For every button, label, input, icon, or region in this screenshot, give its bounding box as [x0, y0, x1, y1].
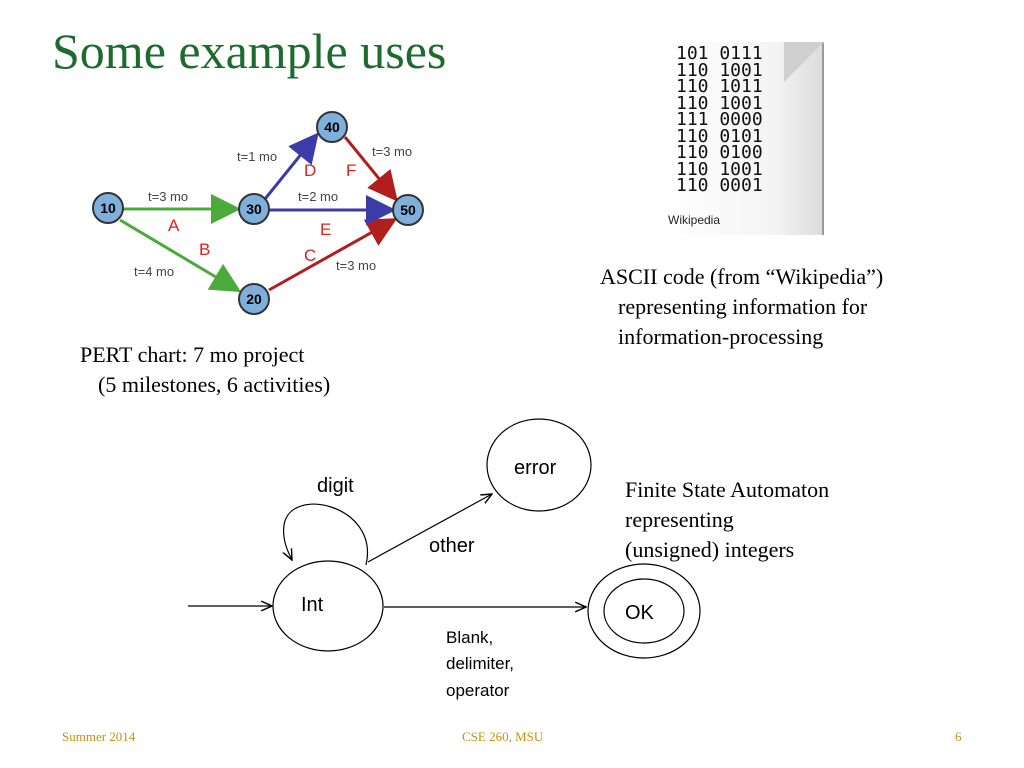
ascii-caption-line3: information-processing: [618, 324, 824, 349]
pert-node-20: 20: [238, 283, 270, 315]
pert-node-10: 10: [92, 192, 124, 224]
pert-chart: 10 30 40 50 20 A B C D E F t=3 mo t=4 mo…: [92, 111, 424, 315]
duration-e: t=2 mo: [298, 189, 338, 204]
label-digit: digit: [317, 475, 354, 497]
fsa-caption-line1: Finite State Automaton: [625, 477, 830, 502]
slide-title: Some example uses: [52, 23, 447, 79]
pert-caption-line1: PERT chart: 7 mo project: [80, 342, 305, 367]
self-loop: [284, 503, 369, 566]
state-ok-inner: [603, 578, 685, 644]
duration-c: t=3 mo: [336, 258, 376, 273]
activity-letter-e: E: [320, 220, 331, 239]
edge-c: [268, 218, 398, 292]
svg-text:Blank,: Blank,: [446, 628, 493, 647]
page-fold: [784, 42, 824, 82]
svg-text:50: 50: [400, 202, 416, 218]
fsa-diagram: Int digit error other OK Blank, delimite…: [188, 418, 701, 700]
svg-text:40: 40: [324, 119, 340, 135]
pert-caption-line2: (5 milestones, 6 activities): [98, 372, 331, 397]
edge-other: [367, 494, 492, 563]
ascii-caption: ASCII code (from “Wikipedia”) representi…: [600, 262, 883, 352]
duration-a: t=3 mo: [148, 189, 188, 204]
fsa-caption: Finite State Automaton representing (uns…: [625, 475, 829, 565]
duration-f: t=3 mo: [372, 144, 412, 159]
label-other: other: [429, 535, 475, 557]
pert-node-50: 50: [392, 194, 424, 226]
activity-letter-c: C: [304, 246, 316, 265]
fsa-caption-line2: representing: [625, 507, 734, 532]
state-int: [272, 560, 384, 652]
edge-f: [343, 136, 398, 202]
state-error-label: error: [514, 457, 557, 479]
pert-node-40: 40: [316, 111, 348, 143]
activity-letter-f: F: [346, 161, 356, 180]
duration-b: t=4 mo: [134, 264, 174, 279]
footer-page-number: 6: [955, 729, 962, 744]
svg-text:operator: operator: [446, 681, 510, 700]
duration-d: t=1 mo: [237, 149, 277, 164]
state-ok-label: OK: [625, 602, 655, 624]
activity-letter-b: B: [199, 240, 210, 259]
activity-letter-a: A: [168, 216, 180, 235]
pert-caption: PERT chart: 7 mo project (5 milestones, …: [80, 340, 330, 400]
svg-text:30: 30: [246, 201, 262, 217]
fsa-caption-line3: (unsigned) integers: [625, 537, 795, 562]
ascii-source: Wikipedia: [668, 213, 721, 227]
state-error: [486, 418, 592, 512]
svg-text:20: 20: [246, 291, 262, 307]
pert-node-30: 30: [238, 193, 270, 225]
activity-letter-d: D: [304, 161, 316, 180]
edge-b: [119, 218, 242, 293]
footer-date: Summer 2014: [62, 729, 136, 744]
ascii-caption-line1: ASCII code (from “Wikipedia”): [600, 264, 884, 289]
footer-course: CSE 260, MSU: [462, 729, 544, 744]
svg-text:10: 10: [100, 200, 116, 216]
ascii-caption-line2: representing information for: [618, 294, 868, 319]
svg-text:delimiter,: delimiter,: [446, 654, 514, 673]
label-blank: Blank, delimiter, operator: [446, 628, 514, 700]
edge-d: [263, 132, 319, 200]
state-int-label: Int: [301, 594, 324, 616]
